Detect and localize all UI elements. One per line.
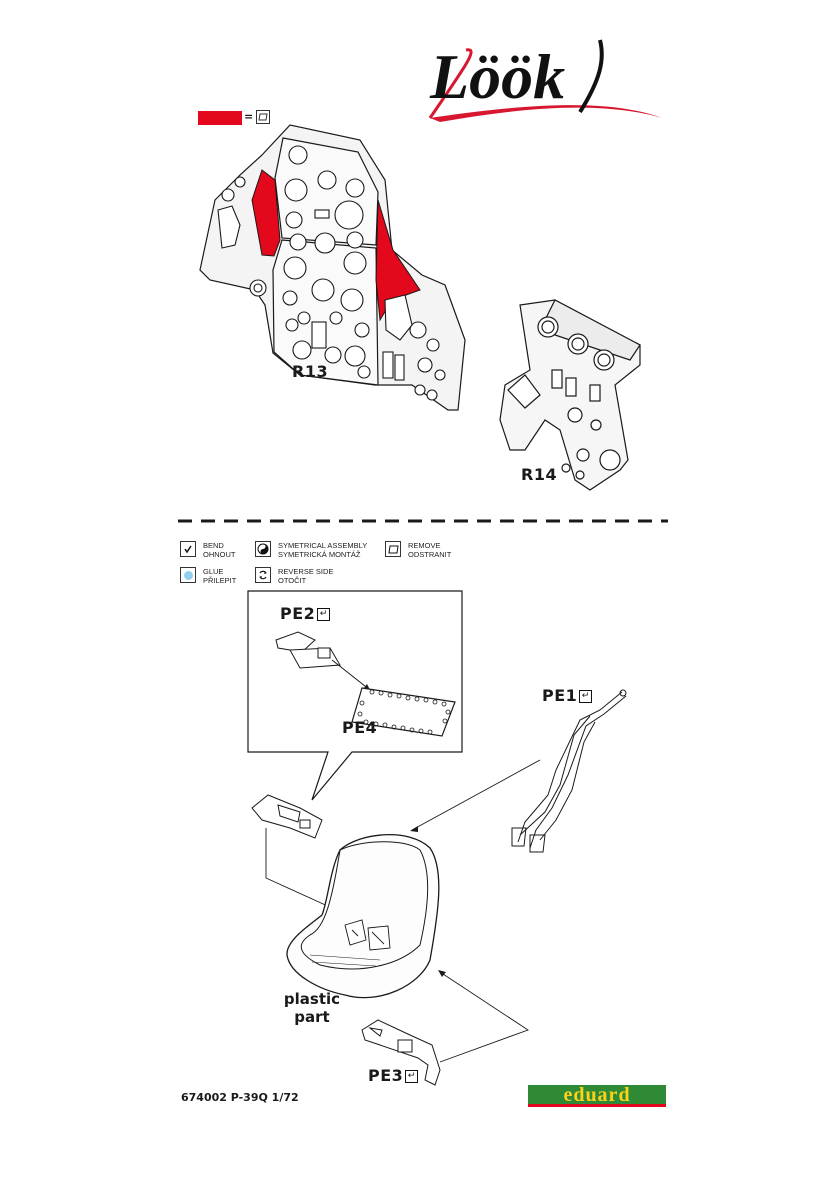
callout-pe3: PE3↵ [368,1066,419,1085]
eduard-logo: eduard [528,1085,666,1107]
callout-r14: R14 [521,465,558,484]
glue-icon [180,567,196,583]
bend-icon: ↵ [579,690,593,703]
symmetrical-icon [255,541,271,557]
brand-logo: Löök [430,41,566,112]
callout-pe2: PE2↵ [280,604,331,623]
product-code: 674002 P-39Q 1/72 [181,1091,299,1104]
bend-icon: ↵ [317,608,331,621]
callout-pe1: PE1↵ [542,686,593,705]
remove-icon [256,110,270,124]
bend-icon: ↵ [405,1070,419,1083]
reverse-icon [255,567,271,583]
callout-pe4: PE4 [342,718,378,737]
paint-swatch [198,111,242,125]
equals-sign: = [244,110,254,123]
remove-icon [385,541,401,557]
bend-icon [180,541,196,557]
callout-r13: R13 [292,362,329,381]
